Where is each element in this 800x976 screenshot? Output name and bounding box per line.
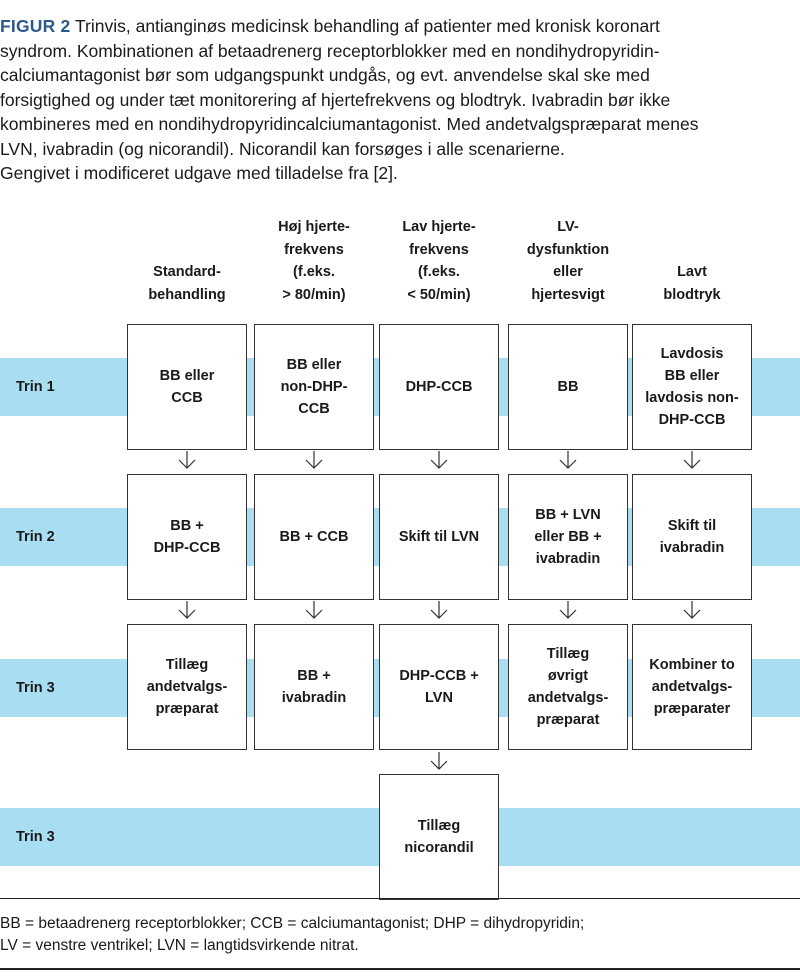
column-header-low-heart-rate: Lav hjerte- frekvens (f.eks. < 50/min)	[402, 219, 476, 303]
arrow-down-icon	[559, 601, 577, 619]
caption-line-3: calciumantagonist bør som udgangspunkt u…	[0, 65, 650, 85]
caption-line-5: kombineres med en nondihydropyridincalci…	[0, 114, 699, 134]
box-step3-low-heart-rate: DHP-CCB + LVN	[379, 624, 499, 750]
figure-label: FIGUR 2	[0, 16, 71, 36]
column-header-low-blood-pressure: Lavt blodtryk	[663, 264, 721, 303]
footnote-line-2: LV = venstre ventrikel; LVN = langtidsvi…	[0, 937, 359, 954]
column-header-lv-dysfunction: LV- dysfunktion eller hjertesvigt	[526, 219, 610, 303]
box-step2-standard: BB + DHP-CCB	[127, 474, 247, 600]
caption-line-7: Gengivet i modificeret udgave med tillad…	[0, 163, 398, 183]
box-step4-low-heart-rate: Tillæg nicorandil	[379, 774, 499, 900]
arrow-down-icon	[430, 601, 448, 619]
box-step2-low-blood-pressure: Skift til ivabradin	[632, 474, 752, 600]
arrow-down-icon	[430, 752, 448, 770]
caption-line-4: forsigtighed og under tæt monitorering a…	[0, 89, 671, 110]
caption-text-1: Trinvis, antianginøs medicinsk behandlin…	[70, 16, 660, 36]
box-step3-high-heart-rate: BB + ivabradin	[254, 624, 374, 750]
arrow-down-icon	[178, 601, 196, 619]
figure-caption: FIGUR 2 Trinvis, antianginøs medicinsk b…	[0, 14, 790, 186]
arrow-down-icon	[305, 601, 323, 619]
arrow-down-icon	[559, 451, 577, 469]
caption-line-2: syndrom. Kombinationen af betaadrenerg r…	[0, 40, 660, 61]
step-label-1: Trin 1	[16, 379, 55, 395]
arrow-down-icon	[178, 451, 196, 469]
box-step1-lv-dysfunction: BB	[508, 324, 628, 450]
box-step3-lv-dysfunction: Tillæg øvrigt andetvalgs- præparat	[508, 624, 628, 750]
box-step1-standard: BB eller CCB	[127, 324, 247, 450]
box-step3-low-blood-pressure: Kombiner to andetvalgs- præparater	[632, 624, 752, 750]
arrow-down-icon	[305, 451, 323, 469]
step-label-2: Trin 2	[16, 529, 55, 545]
bottom-rule	[0, 968, 800, 970]
box-step1-low-heart-rate: DHP-CCB	[379, 324, 499, 450]
box-step1-high-heart-rate: BB eller non-DHP- CCB	[254, 324, 374, 450]
footnote-line-1: BB = betaadrenerg receptorblokker; CCB =…	[0, 915, 585, 932]
step-label-4: Trin 3	[16, 829, 55, 845]
box-step2-low-heart-rate: Skift til LVN	[379, 474, 499, 600]
arrow-down-icon	[683, 451, 701, 469]
footnote: BB = betaadrenerg receptorblokker; CCB =…	[0, 913, 584, 957]
column-header-standard: Standard- behandling	[148, 264, 226, 303]
step-label-3: Trin 3	[16, 680, 55, 696]
footnote-divider	[0, 898, 800, 899]
box-step1-low-blood-pressure: Lavdosis BB eller lavdosis non- DHP-CCB	[632, 324, 752, 450]
column-header-high-heart-rate: Høj hjerte- frekvens (f.eks. > 80/min)	[278, 219, 350, 303]
caption-line-6: LVN, ivabradin (og nicorandil). Nicorand…	[0, 138, 565, 159]
caption-line-1: FIGUR 2 Trinvis, antianginøs medicinsk b…	[0, 14, 790, 39]
arrow-down-icon	[683, 601, 701, 619]
box-step3-standard: Tillæg andetvalgs- præparat	[127, 624, 247, 750]
arrow-down-icon	[430, 451, 448, 469]
box-step2-high-heart-rate: BB + CCB	[254, 474, 374, 600]
box-step2-lv-dysfunction: BB + LVN eller BB + ivabradin	[508, 474, 628, 600]
